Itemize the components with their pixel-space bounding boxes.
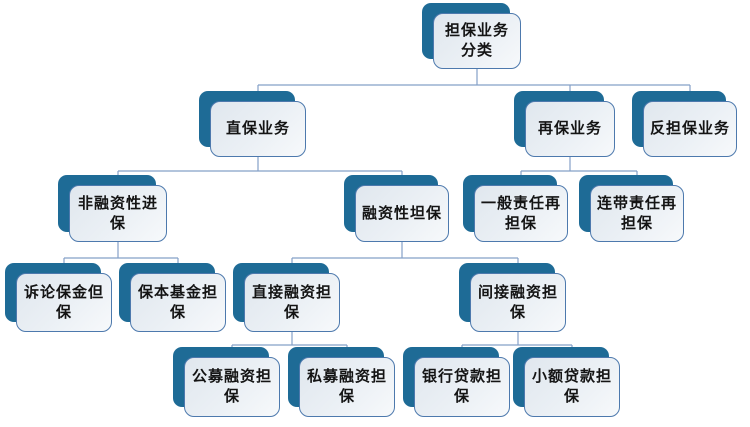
node-bank-loan-guarantee: 银行贷款担 保 <box>403 347 510 417</box>
node-box: 融资性坦保 <box>355 185 449 242</box>
node-box: 连带责任再 担保 <box>590 185 684 242</box>
node-direct-financing-guarantee: 直接融资担 保 <box>233 263 340 332</box>
node-box: 诉论保金但 保 <box>16 273 112 332</box>
node-label: 直保业务 <box>225 121 290 137</box>
node-box: 小额贷款担 保 <box>524 357 620 417</box>
node-box: 银行贷款担 保 <box>414 357 510 417</box>
node-label: 再保业务 <box>537 121 602 137</box>
node-label: 私募融资担 保 <box>306 369 387 405</box>
node-indirect-financing-guarantee: 间接融资担 保 <box>459 263 566 332</box>
node-financing-guarantee: 融资性坦保 <box>344 175 449 242</box>
node-box: 直保业务 <box>210 101 306 157</box>
node-label: 一般责任再 担保 <box>480 195 561 232</box>
node-micro-loan-guarantee: 小额贷款担 保 <box>513 347 620 417</box>
node-box: 直接融资担 保 <box>244 273 340 332</box>
node-box: 一般责任再 担保 <box>474 185 568 242</box>
node-private-offering-financing-guarantee: 私募融资担 保 <box>288 347 395 417</box>
node-non-financing-guarantee: 非融资性进 保 <box>58 175 167 242</box>
node-label: 银行贷款担 保 <box>421 369 502 405</box>
node-label: 直接融资担 保 <box>251 284 332 321</box>
node-joint-liability-reguarantee: 连带责任再 担保 <box>579 175 684 242</box>
node-reinsurance-guarantee: 再保业务 <box>514 91 615 157</box>
node-label: 连带责任再 担保 <box>596 195 677 232</box>
node-box: 保本基金担 保 <box>130 273 226 332</box>
node-box: 非融资性进 保 <box>69 185 167 242</box>
node-box: 私募融资担 保 <box>299 357 395 417</box>
node-label: 反担保业务 <box>649 121 730 137</box>
node-label: 小额贷款担 保 <box>531 369 612 405</box>
node-box: 再保业务 <box>525 101 615 157</box>
node-box: 公募融资担 保 <box>184 357 280 417</box>
node-capital-preservation-fund-guarantee: 保本基金担 保 <box>119 263 226 332</box>
node-label: 诉论保金但 保 <box>23 284 104 321</box>
node-label: 融资性坦保 <box>361 205 442 222</box>
node-box: 反担保业务 <box>643 101 737 157</box>
node-counter-guarantee: 反担保业务 <box>632 91 737 157</box>
node-label: 公募融资担 保 <box>191 369 272 405</box>
node-label: 保本基金担 保 <box>137 284 218 321</box>
node-label: 非融资性进 保 <box>77 195 158 232</box>
node-litigation-deposit-guarantee: 诉论保金但 保 <box>5 263 112 332</box>
node-general-liability-reguarantee: 一般责任再 担保 <box>463 175 568 242</box>
node-box: 担保业务 分类 <box>433 13 521 69</box>
node-public-offering-financing-guarantee: 公募融资担 保 <box>173 347 280 417</box>
node-label: 间接融资担 保 <box>477 284 558 321</box>
node-direct-guarantee: 直保业务 <box>199 91 306 157</box>
node-box: 间接融资担 保 <box>470 273 566 332</box>
node-guarantee-business-classification: 担保业务 分类 <box>422 3 521 69</box>
node-label: 担保业务 分类 <box>444 23 509 59</box>
